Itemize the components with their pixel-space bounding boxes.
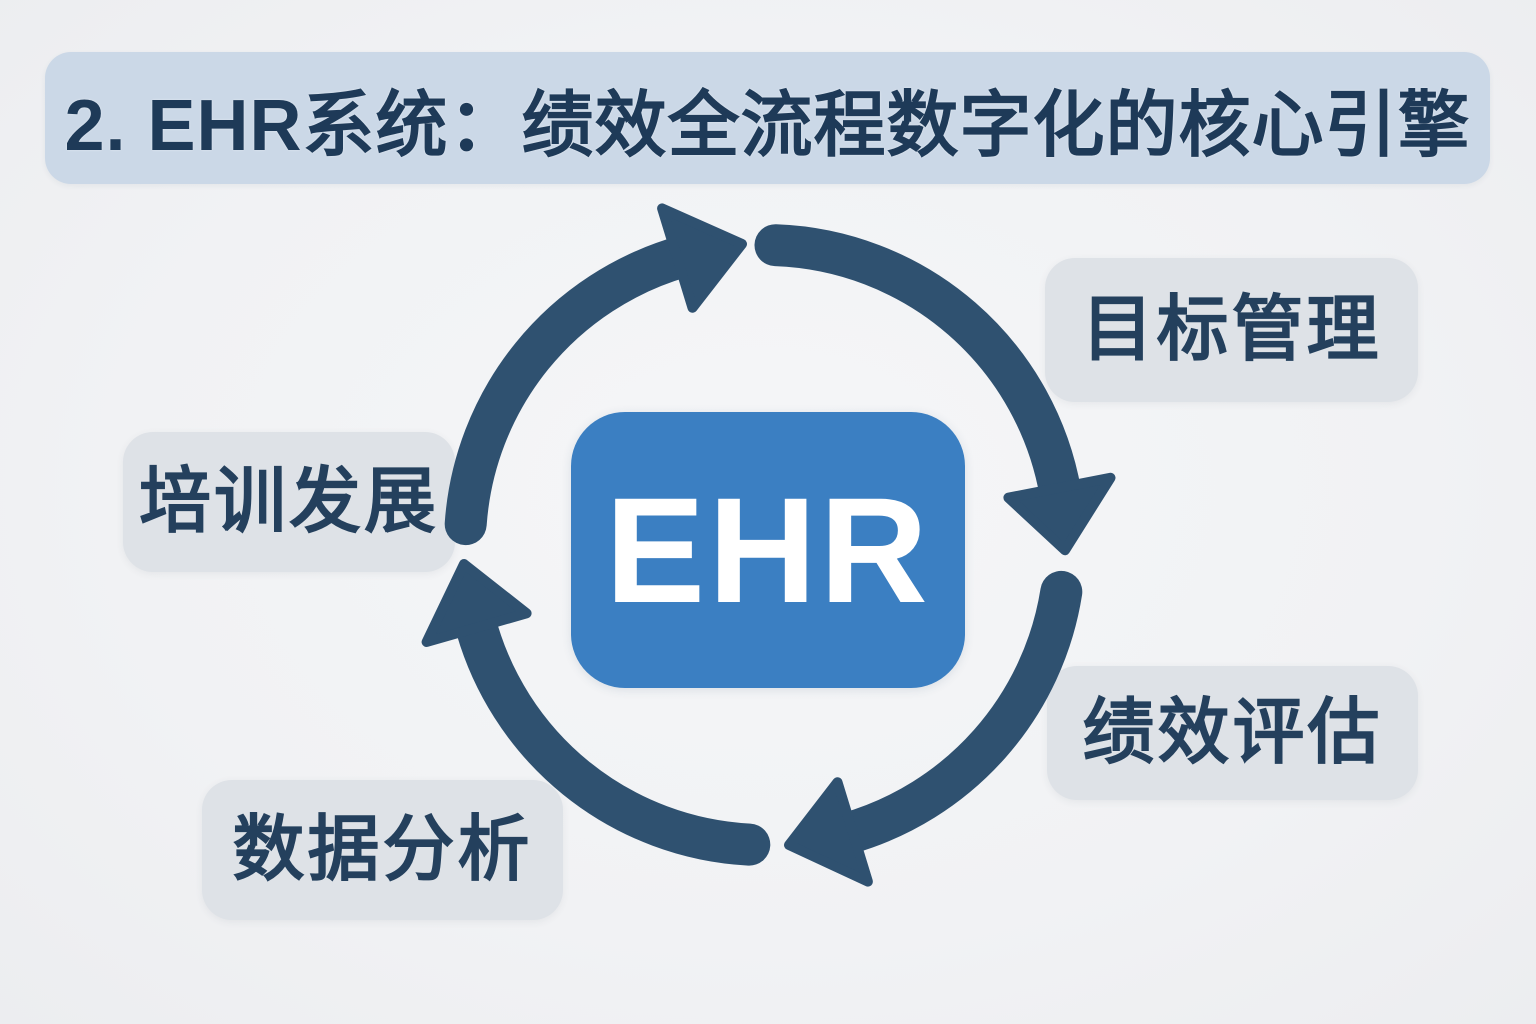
arrowhead-right-icon: [1003, 472, 1116, 556]
arrowhead-top-icon: [657, 203, 747, 313]
page-title: 2. EHR系统：绩效全流程数字化的核心引擎: [64, 85, 1471, 166]
ehr-label: EHR: [605, 466, 931, 634]
node-data-analysis: 数据分析: [202, 780, 563, 920]
arrowhead-bottom-icon: [784, 777, 873, 887]
node-label: 绩效评估: [1082, 693, 1383, 773]
node-training-development: 培训发展: [123, 432, 455, 572]
arrowhead-left-icon: [421, 559, 532, 647]
node-label: 培训发展: [138, 462, 439, 542]
node-performance-evaluation: 绩效评估: [1047, 666, 1418, 800]
ehr-core-box: EHR: [571, 412, 965, 688]
node-label: 目标管理: [1081, 290, 1382, 370]
node-label: 数据分析: [232, 810, 533, 890]
node-goal-management: 目标管理: [1045, 258, 1418, 402]
title-banner: 2. EHR系统：绩效全流程数字化的核心引擎: [45, 52, 1490, 184]
